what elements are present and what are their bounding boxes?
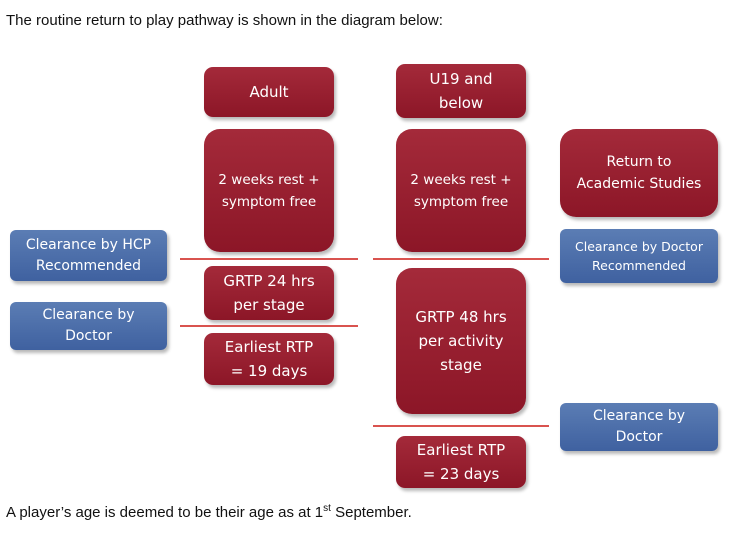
u19-header: U19 and below [396,64,526,118]
u19-divider-line-1 [373,258,549,260]
clearance-doctor-left-box: Clearance by Doctor [10,302,167,350]
footer-superscript: st [323,503,331,514]
footer-text-end: September. [330,504,412,521]
u19-divider-line-2 [373,425,549,427]
adult-divider-line-2 [180,325,358,327]
adult-grtp-box: GRTP 24 hrs per stage [204,266,334,320]
footer-text-main: A player’s age is deemed to be their age… [6,504,324,521]
u19-grtp-box: GRTP 48 hrs per activity stage [396,268,526,414]
adult-divider-line-1 [180,258,358,260]
return-academic-box: Return to Academic Studies [560,129,718,217]
adult-header: Adult [204,67,334,117]
clearance-doctor-right-box: Clearance by Doctor [560,403,718,451]
intro-text: The routine return to play pathway is sh… [6,12,443,29]
clearance-doctor-recommended-box: Clearance by Doctor Recommended [560,229,718,283]
footer-text: A player’s age is deemed to be their age… [6,503,412,521]
adult-earliest-rtp-box: Earliest RTP = 19 days [204,333,334,385]
clearance-hcp-box: Clearance by HCP Recommended [10,230,167,281]
u19-earliest-rtp-box: Earliest RTP = 23 days [396,436,526,488]
adult-rest-box: 2 weeks rest + symptom free [204,129,334,252]
u19-rest-box: 2 weeks rest + symptom free [396,129,526,252]
